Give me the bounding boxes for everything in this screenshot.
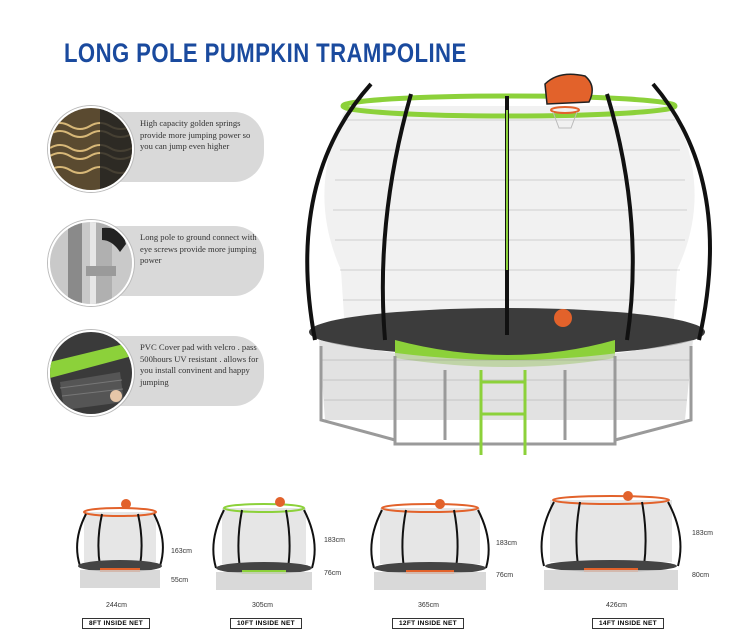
feature-springs: High capacity golden springs provide mor… (48, 106, 264, 192)
feature-text: Long pole to ground connect with eye scr… (140, 232, 257, 265)
net-height-10ft: 183cm (324, 537, 346, 544)
feature-text: High capacity golden springs provide mor… (140, 118, 251, 151)
base-height-14ft: 80cm (692, 572, 710, 579)
width-12ft: 365cm (418, 602, 440, 609)
pole-photo-icon (48, 220, 134, 306)
width-14ft: 426cm (606, 602, 628, 609)
page-title: LONG POLE PUMPKIN TRAMPOLINE (64, 38, 467, 68)
cover-pad-photo-icon (48, 330, 134, 416)
size-label-14ft: 14FT INSIDE NET (592, 618, 664, 629)
feature-cover-pad: PVC Cover pad with velcro . pass 500hour… (48, 330, 264, 416)
net-height-8ft: 163cm (171, 548, 193, 555)
trampoline-12ft-image (366, 496, 494, 596)
size-label-8ft: 8FT INSIDE NET (82, 618, 151, 629)
feature-text: PVC Cover pad with velcro . pass 500hour… (140, 342, 259, 387)
base-height-10ft: 76cm (324, 570, 342, 577)
net-height-14ft: 183cm (692, 530, 714, 537)
size-label-10ft: 10FT INSIDE NET (230, 618, 302, 629)
trampoline-8ft-image (70, 496, 170, 596)
net-height-12ft: 183cm (496, 540, 518, 547)
feature-pole: Long pole to ground connect with eye scr… (48, 220, 264, 306)
base-height-12ft: 76cm (496, 572, 514, 579)
width-8ft: 244cm (106, 602, 128, 609)
width-10ft: 305cm (252, 602, 274, 609)
trampoline-10ft-image (208, 496, 320, 596)
base-height-8ft: 55cm (171, 577, 189, 584)
size-label-12ft: 12FT INSIDE NET (392, 618, 464, 629)
trampoline-14ft-image (536, 490, 686, 596)
main-trampoline-image (285, 70, 725, 460)
springs-photo-icon (48, 106, 134, 192)
